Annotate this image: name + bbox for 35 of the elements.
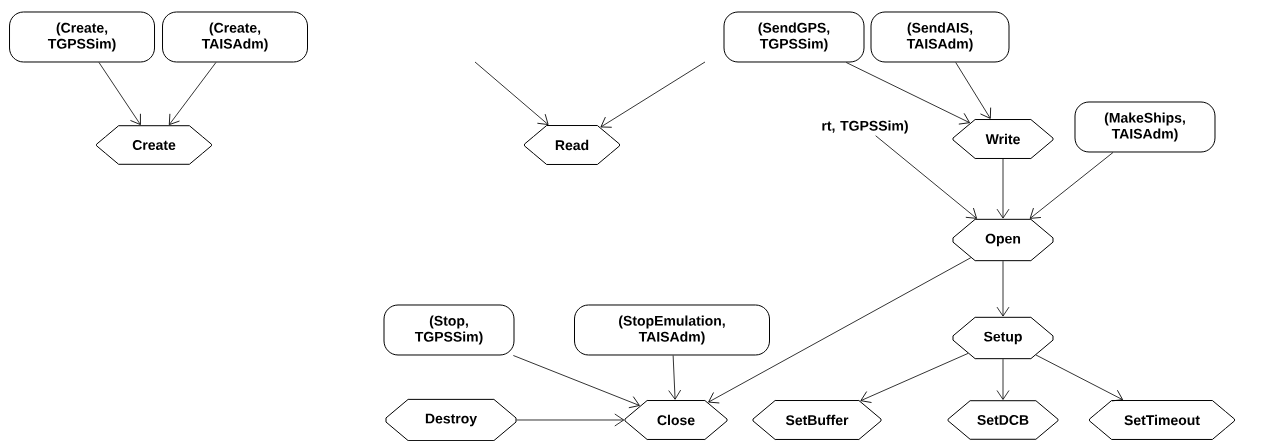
text-label: rt, TGPSSim) bbox=[822, 120, 908, 134]
hexagon-box: Setup bbox=[952, 316, 1054, 360]
arrow bbox=[600, 61, 706, 128]
arrow bbox=[474, 61, 549, 125]
arrow bbox=[996, 158, 1010, 219]
rounded-box: (Create, TAISAdm) bbox=[162, 11, 308, 63]
hexagon-box: SetTimeout bbox=[1089, 400, 1235, 440]
rounded-box: (Create, TGPSSim) bbox=[9, 11, 155, 63]
arrow bbox=[845, 62, 970, 125]
hexagon-box: Write bbox=[952, 119, 1054, 159]
hexagon-box: Destroy bbox=[385, 398, 517, 441]
arrow bbox=[98, 62, 141, 125]
hexagon-box: SetBuffer bbox=[752, 400, 882, 440]
arrow bbox=[1035, 354, 1124, 402]
hexagon-box: Open bbox=[952, 218, 1054, 262]
arrow bbox=[955, 62, 992, 119]
hexagon-box: Read bbox=[524, 125, 620, 165]
rounded-box: (MakeShips, TAISAdm) bbox=[1074, 101, 1216, 153]
arrow bbox=[996, 358, 1010, 400]
arrow bbox=[668, 355, 682, 400]
arrow bbox=[168, 62, 217, 126]
rounded-box: (SendGPS, TGPSSim) bbox=[723, 11, 865, 63]
rounded-box: (SendAIS, TAISAdm) bbox=[870, 11, 1010, 63]
arrow bbox=[708, 257, 972, 404]
arrow bbox=[996, 260, 1010, 317]
arrow bbox=[875, 135, 977, 219]
hexagon-box: SetDCB bbox=[947, 400, 1059, 440]
arrow bbox=[860, 353, 969, 403]
hexagon-box: Create bbox=[96, 125, 212, 165]
arrow bbox=[516, 413, 625, 427]
hexagon-box: Close bbox=[624, 400, 728, 440]
arrow bbox=[512, 355, 640, 409]
arrow bbox=[1029, 152, 1114, 219]
rounded-box: (StopEmulation, TAISAdm) bbox=[574, 304, 770, 356]
rounded-box: (Stop, TGPSSim) bbox=[383, 304, 515, 356]
